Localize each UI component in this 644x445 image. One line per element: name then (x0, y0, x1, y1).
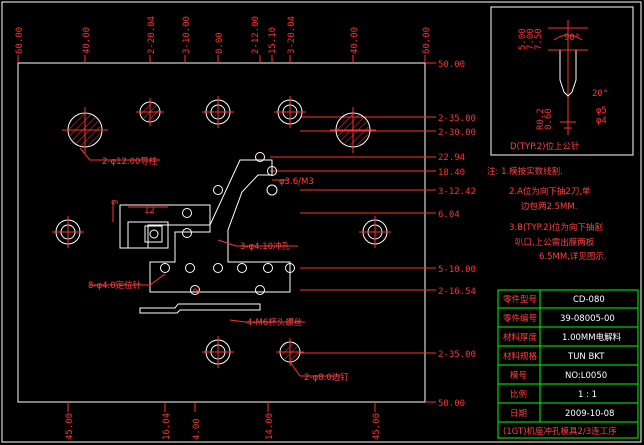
note-2a: 2.A位为向下抽2刀,单 (509, 186, 591, 197)
note-3b: 叭口,上公需出膜两板 (515, 237, 595, 248)
dim-top-2: 40.00 (82, 27, 92, 54)
tb-value-material[interactable]: TUN BKT (567, 352, 605, 362)
dim-right-11: 50.00 (438, 399, 465, 409)
tb-label-thickness: 材料厚度 (503, 332, 538, 343)
tb-value-thickness[interactable]: 1.00MM电解料 (562, 332, 622, 343)
dim-right-2: 2-35.00 (438, 114, 476, 124)
detail-dim-750: 7.50 (534, 28, 544, 50)
detail-dim-700: 7.00 (526, 28, 536, 50)
dim-9-label: 9 (111, 200, 121, 205)
tb-label-date: 日期 (510, 409, 527, 419)
feed-strip-slot[interactable] (139, 303, 261, 314)
callout-pierce: 3-φ4.10冲孔 (240, 241, 291, 252)
dim-bottom-1: 45.00 (65, 413, 75, 440)
dim-top-1: 60.00 (15, 27, 25, 54)
leader-locating (90, 273, 166, 286)
locating-pin-hole-top-left[interactable] (136, 98, 164, 126)
dim-12-label: 12 (144, 206, 155, 216)
leader-dowel (289, 361, 340, 377)
bottom-dimension-lines (67, 402, 376, 412)
detail-dim-060: 0.60 (544, 108, 554, 130)
locating-pin-hole-bottom[interactable] (276, 338, 304, 366)
detail-r02: R0.2 (536, 108, 546, 130)
cutout-small-rect (144, 225, 163, 243)
dim-3-label: 3 (192, 287, 203, 297)
pierce-holes[interactable] (160, 152, 295, 295)
tb-value-part-no[interactable]: 39-08005-00 (560, 314, 615, 324)
note-3c: 6.5MM,详见图示. (539, 251, 607, 262)
dim-top-5: 0.00 (215, 32, 225, 54)
note-1: 注: 1.模按实数线割. (487, 166, 563, 177)
dim-right-3: 2-30.00 (438, 128, 476, 138)
screw-hole-top[interactable] (202, 96, 234, 128)
dim-bottom-2: 16.04 (162, 413, 172, 440)
tb-value-part-name[interactable]: CD-080 (573, 295, 605, 305)
callout-phi-3: φ3.6/M3 (279, 177, 314, 187)
detail-phi-4: φ4 (596, 116, 607, 126)
dim-right-5: 18.40 (438, 168, 465, 178)
cutout-small-hole[interactable] (149, 229, 159, 239)
note-2b: 边包两2.5MM. (521, 201, 577, 212)
tb-footer: (1GT)机座冲孔模具2/3连工序 (503, 426, 617, 437)
dim-right-8: 5-10.00 (438, 265, 476, 275)
dim-top-9: 40.00 (350, 27, 360, 54)
dim-right-7: 6.04 (438, 210, 460, 220)
dim-bottom-4: 14.00 (265, 413, 275, 440)
callout-dowel: 2-φ8.0边钉 (304, 372, 349, 383)
guide-post-hole-left[interactable] (62, 107, 108, 153)
screw-hole-left[interactable] (52, 216, 84, 248)
cutout-rect[interactable] (127, 221, 169, 249)
tb-value-scale[interactable]: 1 : 1 (578, 390, 597, 400)
tb-label-part-name: 零件型号 (503, 294, 537, 305)
dim-right-6: 3-12.42 (438, 187, 476, 197)
dim-right-4: 22.94 (438, 153, 465, 163)
detail-angle-90: 90° (564, 33, 580, 43)
note-3a: 3.B(TYP.2)位为向下抽割 (509, 222, 603, 233)
dim-top-7: 15.10 (268, 27, 278, 54)
dim-bottom-5: 45.00 (372, 413, 382, 440)
detail-angle-20: 20° (592, 89, 608, 99)
dim-right-10: 2-35.00 (438, 350, 476, 360)
top-dimension-lines (17, 55, 426, 63)
detail-d-frame[interactable] (490, 6, 634, 156)
leader-guide-post (79, 147, 160, 161)
callout-locating: 8-φ4.0定位针 (88, 280, 142, 291)
dim-right-9: 2-16.54 (438, 287, 476, 297)
tb-label-material: 材料规格 (503, 351, 538, 362)
tb-label-scale: 比例 (510, 389, 527, 400)
right-dimension-lines (270, 62, 436, 403)
leader-pierce (217, 239, 298, 247)
dim-top-8: 3-20.04 (287, 16, 297, 54)
dim-top-4: 3-10.00 (182, 16, 192, 54)
dim-top-3: 2-20.04 (147, 16, 157, 54)
tb-value-date[interactable]: 2009-10-08 (565, 409, 614, 419)
callout-guide-post: 2-φ12.00导柱 (102, 156, 158, 167)
tb-label-model: 模号 (510, 370, 527, 381)
guide-post-hole-right[interactable] (330, 107, 376, 153)
dim-top-6: 2-12.00 (251, 16, 261, 54)
detail-phi-5: φ5 (596, 106, 607, 116)
detail-caption: D(TYP.2)位上公针 (510, 141, 580, 152)
die-plate-outline[interactable] (17, 62, 426, 403)
dim-top-10: 60.00 (422, 27, 432, 54)
title-block (497, 289, 639, 439)
punch-profile-outline[interactable] (119, 159, 291, 293)
screw-hole-bottom[interactable] (202, 336, 234, 368)
screw-hole-top-right[interactable] (274, 96, 306, 128)
punch-detail-d (548, 20, 588, 135)
dim-bottom-3: 4.00 (192, 418, 202, 440)
tb-value-model[interactable]: NO:L0050 (565, 371, 607, 381)
detail-dim-500: 5.00 (518, 28, 528, 50)
dim-right-1: 50.00 (438, 60, 465, 70)
callout-screw: 4-M6杯头螺丝 (247, 317, 303, 328)
tb-label-part-no: 零件编号 (503, 313, 537, 324)
leader-screw (229, 319, 305, 323)
screw-hole-right[interactable] (359, 216, 391, 248)
